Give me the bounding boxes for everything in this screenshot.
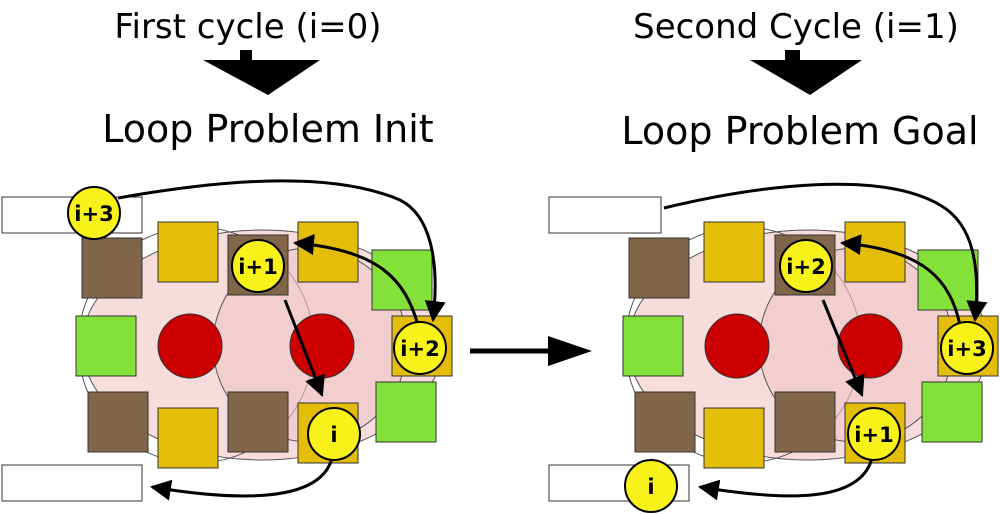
- token-label: i+2: [786, 255, 825, 279]
- token: i: [307, 407, 361, 461]
- token: i: [624, 459, 678, 513]
- slot-brown: [634, 391, 696, 453]
- token-label: i+3: [947, 337, 986, 361]
- token: i+2: [393, 321, 447, 375]
- center-node-red: [157, 313, 223, 379]
- token: i+3: [67, 186, 121, 240]
- slot-brown: [87, 391, 149, 453]
- move-arrow: [839, 234, 962, 326]
- slot-gold: [157, 221, 219, 283]
- slot-green: [371, 249, 433, 311]
- slot-brown: [81, 237, 143, 299]
- center-node-red: [704, 313, 770, 379]
- move-arrow: [821, 299, 865, 397]
- slot-gold: [703, 407, 765, 469]
- cycle-label: Second Cycle (i=1): [633, 7, 959, 47]
- move-arrow: [292, 234, 420, 326]
- token: i+1: [231, 239, 285, 293]
- token-label: i+1: [854, 423, 893, 447]
- move-arrow: [117, 179, 446, 323]
- state-label: Loop Problem Init: [102, 107, 433, 151]
- slot-gold: [703, 221, 765, 283]
- buffer-box: [1, 464, 143, 502]
- slot-brown: [227, 391, 289, 453]
- token: i+2: [779, 239, 833, 293]
- token-label: i+3: [74, 202, 113, 226]
- panel-first-cycle: First cycle (i=0) Loop Problem Init: [1, 7, 453, 502]
- panel-second-cycle: Second Cycle (i=1) Loop Problem Goal: [548, 7, 999, 513]
- cycle-label: First cycle (i=0): [114, 7, 381, 47]
- token: i+3: [940, 321, 994, 375]
- slot-green: [75, 315, 137, 377]
- token-label: i+2: [400, 337, 439, 361]
- slot-green: [917, 249, 979, 311]
- down-arrow-icon: [203, 50, 320, 95]
- buffer-box: [548, 196, 662, 234]
- move-arrow: [663, 182, 988, 323]
- slot-green: [375, 381, 437, 443]
- right-arrow-icon: [470, 336, 592, 366]
- down-arrow-icon: [750, 50, 862, 95]
- slot-brown: [628, 237, 690, 299]
- slot-gold: [157, 407, 219, 469]
- center-node-red: [289, 313, 355, 379]
- slot-brown: [774, 391, 836, 453]
- token: i+1: [847, 407, 901, 461]
- slot-green: [622, 315, 684, 377]
- move-arrow: [283, 299, 325, 397]
- token-label: i: [647, 475, 654, 499]
- move-arrow: [697, 457, 874, 501]
- move-arrow: [149, 457, 334, 501]
- token-label: i+1: [238, 255, 277, 279]
- center-node-red: [837, 313, 903, 379]
- state-label: Loop Problem Goal: [621, 109, 978, 153]
- slot-green: [921, 381, 983, 443]
- token-label: i: [330, 423, 337, 447]
